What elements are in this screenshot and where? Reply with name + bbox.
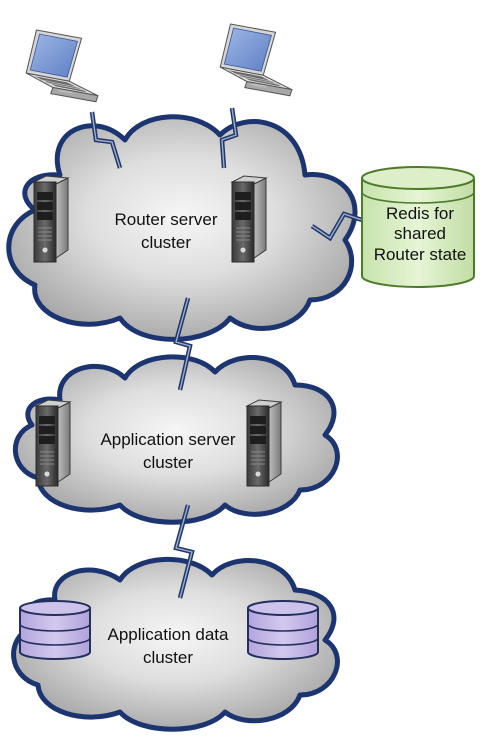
link-laptop-left-to-router <box>89 111 123 169</box>
server-tower-icon <box>246 399 282 487</box>
redis-label-line3: Router state <box>374 245 467 264</box>
redis-store: Redis for shared Router state <box>361 166 475 288</box>
database-cylinder-icon <box>19 600 91 660</box>
app-server-cluster-label-line2: cluster <box>143 453 193 472</box>
app-data-cluster-label-line1: Application data <box>108 625 230 644</box>
server-tower-icon <box>231 175 267 263</box>
link-laptop-right-to-router <box>219 107 239 169</box>
laptop-icon <box>219 23 293 97</box>
router-cluster-label-line2: cluster <box>141 233 191 252</box>
app-server-cluster-label-line1: Application server <box>100 430 235 449</box>
link-router-to-app-server <box>173 297 193 391</box>
router-cluster-label-line1: Router server <box>115 210 218 229</box>
server-tower-icon <box>35 399 71 487</box>
redis-label-line1: Redis for <box>386 204 454 223</box>
laptop-icon <box>25 29 99 103</box>
link-router-to-redis <box>310 211 363 242</box>
link-app-server-to-app-data <box>173 504 195 599</box>
database-cylinder-icon <box>247 600 319 660</box>
app-data-cluster-label-line2: cluster <box>143 648 193 667</box>
server-tower-icon <box>33 175 69 263</box>
router-server-cluster-cloud <box>6 114 358 342</box>
redis-label-line2: shared <box>394 224 446 243</box>
application-data-cluster-cloud <box>11 556 340 732</box>
